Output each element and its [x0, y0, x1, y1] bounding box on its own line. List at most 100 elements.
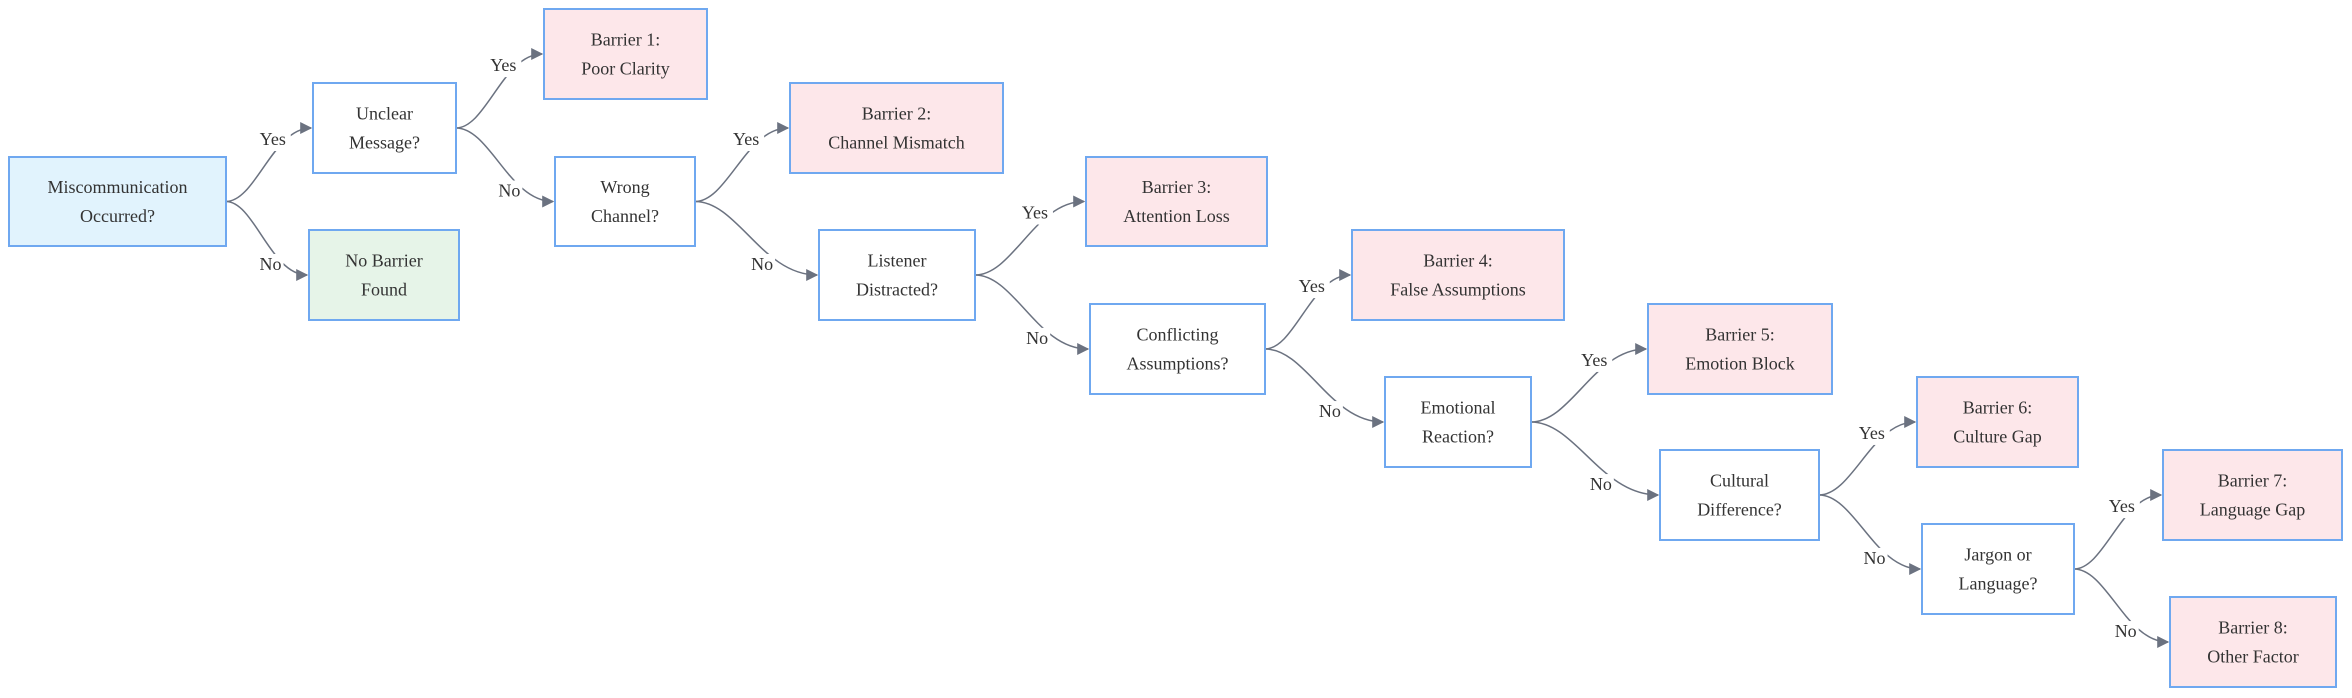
edge-label-no: No	[2115, 621, 2137, 641]
node-label-line-1: Unclear	[356, 104, 413, 124]
node-label-line-2: Language?	[1959, 574, 2038, 594]
node-b8: Barrier 8: Other Factor	[2169, 596, 2337, 688]
edge-q_channel-to-q_listener	[694, 200, 819, 281]
edge-label-background	[254, 129, 291, 152]
edge-label-yes: Yes	[260, 129, 286, 149]
question-box	[818, 229, 976, 321]
edge-label-no: No	[1026, 328, 1048, 348]
edge-q_jargon-to-b8	[2073, 568, 2170, 648]
edge-label-yes: Yes	[2109, 496, 2135, 516]
node-label-line-1: Emotional	[1421, 398, 1496, 418]
node-label-line-2: Message?	[349, 133, 420, 153]
edge-start-to-no_barrier	[225, 200, 309, 281]
edge-label-no: No	[1319, 401, 1341, 421]
node-label-line-1: Barrier 5:	[1705, 325, 1774, 345]
edge-q_assumptions-to-b4	[1264, 269, 1352, 350]
edge-label-background	[1024, 327, 1051, 350]
node-label-line-1: Barrier 3:	[1142, 177, 1211, 197]
node-b5: Barrier 5: Emotion Block	[1647, 303, 1833, 395]
none-box	[308, 229, 460, 321]
edge-label-no: No	[498, 180, 520, 200]
node-label-line-2: Found	[361, 280, 407, 300]
edge-label-background	[257, 253, 284, 276]
edge-q_cultural-to-q_jargon	[1818, 494, 1922, 575]
node-b2: Barrier 2: Channel Mismatch	[789, 82, 1004, 174]
node-label-line-1: Barrier 8:	[2218, 618, 2287, 638]
node-label-line-2: Difference?	[1697, 500, 1782, 520]
question-box	[1659, 449, 1820, 541]
node-label-line-1: Barrier 1:	[591, 30, 660, 50]
edge-q_unclear-to-q_channel	[455, 127, 555, 208]
node-b6: Barrier 6: Culture Gap	[1916, 376, 2079, 468]
edge-q_emotional-to-b5	[1530, 343, 1648, 423]
node-label-line-1: Cultural	[1710, 471, 1769, 491]
barrier-box	[2162, 449, 2343, 541]
node-label-line-1: Barrier 2:	[862, 104, 931, 124]
edge-q_cultural-to-b6	[1818, 416, 1917, 496]
node-label-line-2: False Assumptions	[1390, 280, 1526, 300]
edge-label-background	[1016, 202, 1053, 225]
node-label-line-2: Culture Gap	[1953, 427, 2041, 447]
edge-label-background	[1861, 547, 1888, 570]
edge-start-to-q_unclear	[225, 122, 313, 203]
edge-q_unclear-to-b1	[455, 48, 544, 129]
edge-label-background	[2112, 621, 2139, 644]
edge-q_listener-to-q_assumptions	[974, 274, 1090, 355]
node-label-line-2: Emotion Block	[1685, 354, 1795, 374]
barrier-box	[1085, 156, 1268, 247]
edge-label-yes: Yes	[1022, 203, 1048, 223]
barrier-box	[1647, 303, 1833, 395]
edge-q_emotional-to-q_cultural	[1530, 421, 1660, 501]
edge-label-yes: Yes	[733, 129, 759, 149]
edge-label-no: No	[751, 254, 773, 274]
barrier-box	[2169, 596, 2337, 688]
node-label-line-1: Conflicting	[1137, 325, 1219, 345]
edge-label-yes: Yes	[490, 55, 516, 75]
question-box	[1921, 523, 2075, 615]
node-label-line-1: Wrong	[600, 177, 649, 197]
node-label-line-2: Distracted?	[856, 280, 938, 300]
question-box	[1384, 376, 1532, 468]
edge-label-background	[1853, 422, 1890, 445]
node-label-line-2: Channel Mismatch	[828, 133, 964, 153]
edge-label-yes: Yes	[1581, 350, 1607, 370]
node-label-line-2: Attention Loss	[1123, 206, 1230, 226]
barrier-box	[1916, 376, 2079, 468]
node-b1: Barrier 1:Poor Clarity	[543, 8, 708, 100]
edge-label-background	[1576, 349, 1613, 372]
node-label-line-2: Language Gap	[2200, 500, 2305, 520]
node-label-line-1: Barrier 4:	[1423, 251, 1492, 271]
edge-label-yes: Yes	[1859, 423, 1885, 443]
edge-q_listener-to-b3	[974, 195, 1086, 276]
node-b4: Barrier 4: False Assumptions	[1351, 229, 1565, 321]
edge-label-background	[2103, 496, 2140, 519]
edge-label-background	[496, 180, 523, 203]
node-label-line-1: Barrier 6:	[1963, 398, 2032, 418]
edge-label-no: No	[1864, 548, 1886, 568]
node-label-line-2: Occurred?	[80, 206, 155, 226]
node-b7: Barrier 7:Language Gap	[2162, 449, 2343, 541]
edge-label-no: No	[1590, 474, 1612, 494]
edge-q_channel-to-b2	[694, 122, 790, 203]
node-label-line-2: Reaction?	[1422, 427, 1494, 447]
edge-label-background	[485, 55, 522, 78]
edge-label-no: No	[260, 254, 282, 274]
barrier-box	[789, 82, 1004, 174]
edge-label-background	[1316, 401, 1343, 424]
edge-label-background	[1587, 474, 1614, 497]
barrier-box	[543, 8, 708, 100]
start-box	[8, 156, 227, 247]
node-label-line-2: Other Factor	[2207, 647, 2298, 667]
